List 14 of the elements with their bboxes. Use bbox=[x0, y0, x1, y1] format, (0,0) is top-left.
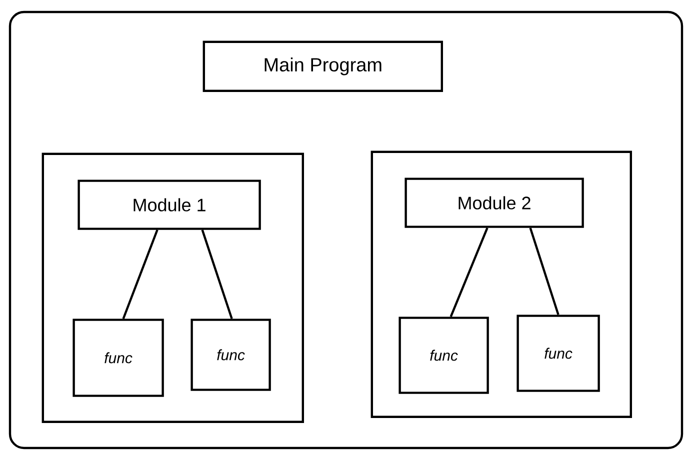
connector-line bbox=[450, 227, 488, 318]
outer-frame bbox=[8, 10, 684, 450]
function-box: func bbox=[72, 318, 164, 397]
module-box: Module 1 bbox=[78, 180, 261, 230]
connector-line bbox=[122, 230, 158, 320]
connector-line bbox=[529, 228, 560, 316]
module-box: Module 2 bbox=[404, 178, 584, 228]
function-box: func bbox=[190, 318, 271, 391]
program-box: Main Program bbox=[202, 40, 443, 92]
function-box: func bbox=[398, 316, 489, 394]
module-frame bbox=[42, 152, 304, 424]
connector-line bbox=[201, 230, 233, 320]
module-frame bbox=[370, 150, 632, 418]
function-box: func bbox=[516, 314, 600, 392]
